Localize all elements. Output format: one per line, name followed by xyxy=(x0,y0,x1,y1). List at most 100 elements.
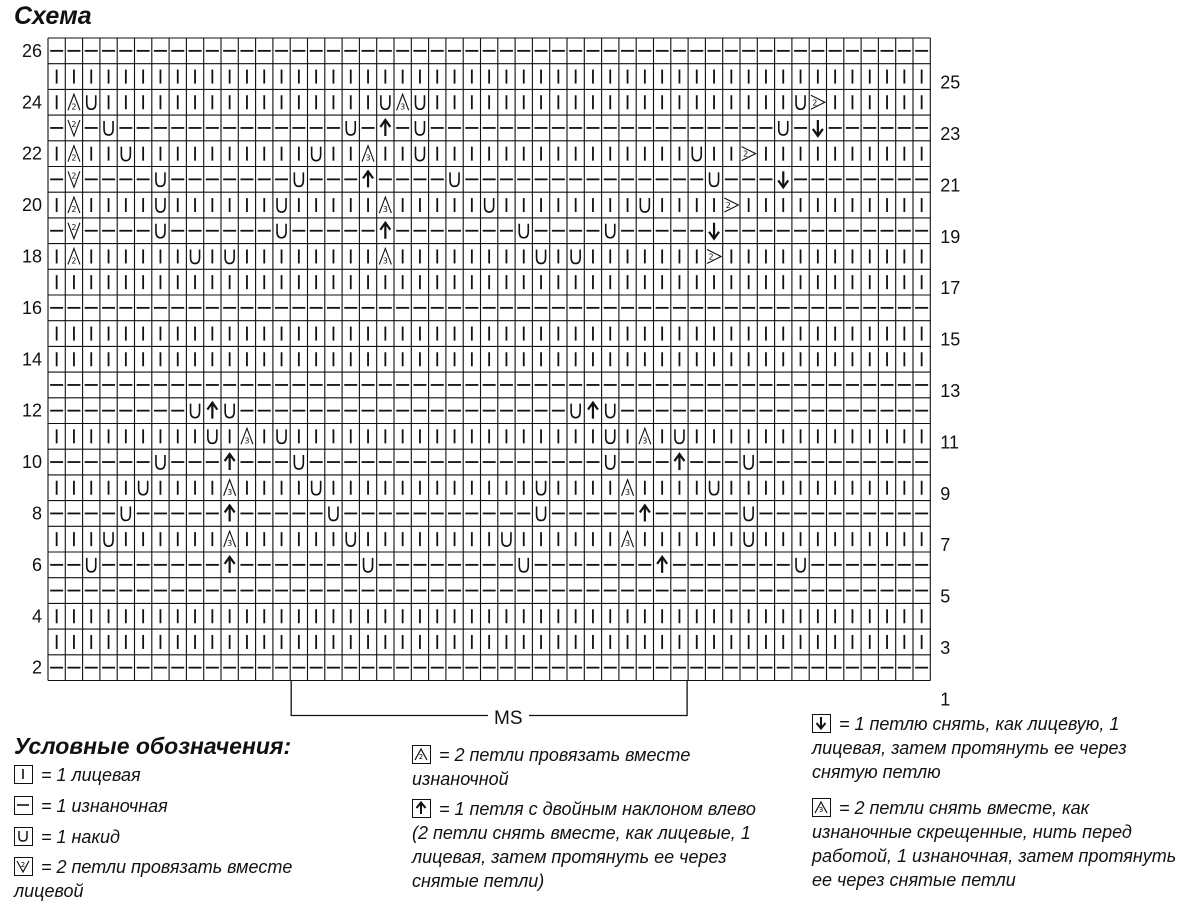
svg-text:2: 2 xyxy=(71,223,76,232)
yarn-over-cell xyxy=(414,95,426,111)
double-decrease-left-cell xyxy=(379,220,392,239)
row-number-right: 3 xyxy=(940,638,950,658)
svg-text:3: 3 xyxy=(227,488,232,497)
yarn-over-cell xyxy=(639,198,651,213)
row-number-right: 25 xyxy=(940,73,960,93)
yarn-over-cell xyxy=(293,455,305,470)
svg-text:2: 2 xyxy=(726,201,731,210)
double-decrease-left-cell xyxy=(587,400,599,419)
double-decrease-left-cell xyxy=(362,169,374,188)
row-number-left: 6 xyxy=(32,555,42,575)
yarn-over-cell xyxy=(570,403,581,419)
yarn-over-cell xyxy=(310,480,322,496)
p2tog-cell: 2 xyxy=(67,144,81,163)
yarn-over-cell xyxy=(691,146,703,162)
p3tog-twisted-cell: 3 xyxy=(361,144,375,163)
row-number-right: 5 xyxy=(940,587,950,607)
yarn-over-cell xyxy=(103,120,114,136)
svg-text:3: 3 xyxy=(227,539,232,548)
row-number-left: 12 xyxy=(22,401,42,421)
p3tog-twisted-cell: 3 xyxy=(378,195,392,214)
yarn-over-cell xyxy=(501,532,512,547)
p2tog-cell: 2 xyxy=(67,92,81,111)
p3tog-twisted-cell: 3 xyxy=(621,529,635,548)
row-number-right: 7 xyxy=(940,535,950,555)
row-number-right: 17 xyxy=(940,278,960,298)
yarn-over-cell xyxy=(120,146,132,162)
svg-text:3: 3 xyxy=(366,154,371,163)
svg-text:2: 2 xyxy=(709,252,714,261)
row-number-left: 16 xyxy=(22,298,42,318)
yarn-over-cell xyxy=(743,532,754,547)
legend-item-purl: = 1 изнаночная xyxy=(14,794,168,818)
double-decrease-left-cell xyxy=(206,400,219,419)
p3tog-twisted-cell: 3 xyxy=(240,426,254,445)
svg-text:2: 2 xyxy=(812,98,817,107)
yarn-over-cell xyxy=(743,455,754,470)
yarn-over-cell xyxy=(604,455,616,470)
yarn-over-cell xyxy=(414,146,426,162)
yarn-over-cell xyxy=(535,480,547,496)
p3tog-twisted-icon: 3 xyxy=(812,798,831,817)
yarn-over-cell xyxy=(345,532,357,547)
yarn-over-cell xyxy=(604,223,616,239)
yarn-over-cell xyxy=(518,557,530,573)
p3tog-twisted-cell: 3 xyxy=(378,246,392,265)
k2tog-icon: 2 xyxy=(14,857,33,876)
yarn-over-cell xyxy=(604,403,616,419)
yarn-over-cell xyxy=(137,480,149,496)
legend-item-k2tog: 2= 2 петли провязать вместе лицевой xyxy=(14,857,293,901)
yarn-over-cell xyxy=(674,429,685,445)
purl-icon xyxy=(14,796,33,815)
yarn-over-cell xyxy=(708,480,720,496)
row-number-right: 23 xyxy=(940,124,960,144)
legend-item-yarn-over: = 1 накид xyxy=(14,825,120,849)
yarn-over-cell xyxy=(449,172,460,188)
p2tog-cell: 2 xyxy=(67,195,81,214)
svg-text:2: 2 xyxy=(71,205,76,214)
row-number-left: 24 xyxy=(22,92,42,112)
row-number-right: 1 xyxy=(940,689,950,709)
yarn-over-cell xyxy=(155,172,166,188)
row-number-left: 26 xyxy=(22,41,42,61)
row-number-right: 19 xyxy=(940,227,960,247)
yarn-over-cell xyxy=(293,172,305,188)
svg-text:3: 3 xyxy=(642,436,647,445)
ssk-cell: 2 xyxy=(741,146,757,162)
double-decrease-left-cell xyxy=(379,118,392,136)
legend-item-p2tog: 2= 2 петли провязать вместе изнаночной xyxy=(412,745,691,789)
svg-text:2: 2 xyxy=(71,120,76,129)
legend-item-double-decrease-left: = 1 петля с двойным наклоном влево (2 пе… xyxy=(412,799,756,891)
skp-icon xyxy=(812,714,831,733)
svg-text:3: 3 xyxy=(400,102,405,111)
p2tog-cell: 2 xyxy=(67,246,81,265)
ssk-cell: 2 xyxy=(706,248,723,264)
yarn-over-cell xyxy=(362,557,374,573)
skp-cell xyxy=(811,119,824,138)
ssk-cell: 2 xyxy=(724,197,740,213)
yarn-over-cell xyxy=(224,249,235,265)
svg-text:2: 2 xyxy=(21,861,25,869)
svg-text:2: 2 xyxy=(71,256,76,265)
double-decrease-left-cell xyxy=(638,503,651,522)
yarn-over-cell xyxy=(535,249,547,265)
yarn-over-cell xyxy=(795,557,806,573)
p3tog-twisted-cell: 3 xyxy=(223,529,237,548)
row-number-right: 15 xyxy=(940,330,960,350)
ms-label: MS xyxy=(488,708,529,730)
yarn-over-cell xyxy=(570,249,581,265)
double-decrease-left-cell xyxy=(673,452,686,471)
chart-title: Схема xyxy=(14,2,92,30)
double-decrease-left-icon xyxy=(412,799,431,818)
legend-item-skp: = 1 петлю снять, как лицевую, 1 лицевая,… xyxy=(812,714,1127,782)
row-number-right: 11 xyxy=(940,432,959,452)
double-decrease-left-cell xyxy=(223,554,236,573)
yarn-over-cell xyxy=(189,249,201,265)
yarn-over-cell xyxy=(777,120,789,136)
svg-text:2: 2 xyxy=(71,154,76,163)
double-decrease-left-cell xyxy=(223,452,236,471)
yarn-over-cell xyxy=(518,223,530,239)
k2tog-cell: 2 xyxy=(67,119,81,138)
yarn-over-cell xyxy=(414,120,426,136)
yarn-over-cell xyxy=(380,95,391,111)
